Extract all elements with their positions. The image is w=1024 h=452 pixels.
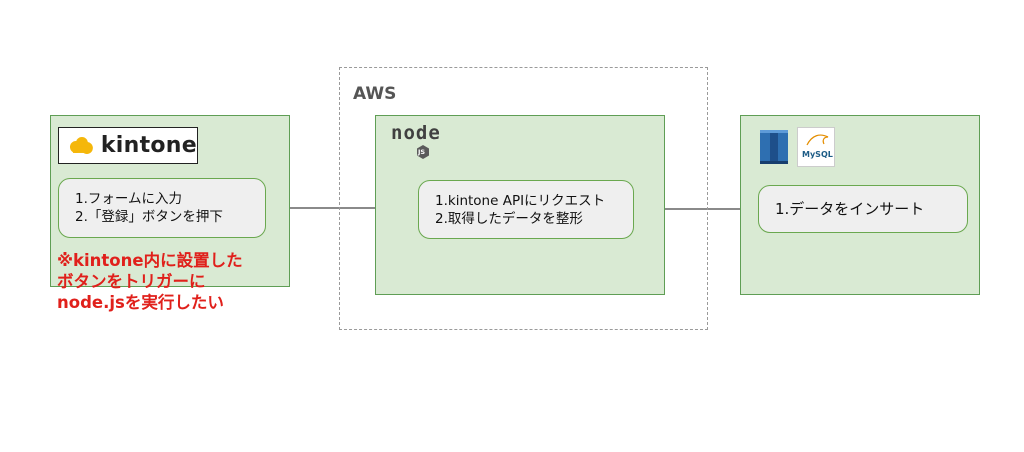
- kintone-note: ※kintone内に設置した ボタンをトリガーに node.jsを実行したい: [57, 250, 297, 313]
- mysql-dolphin-icon: [806, 134, 829, 146]
- node-step-1: 1.kintone APIにリクエスト: [435, 192, 606, 209]
- kintone-note-line-1: ※kintone内に設置した: [57, 251, 243, 270]
- aws-label: AWS: [353, 84, 397, 104]
- database-icon: [760, 130, 788, 164]
- kintone-step-1: 1.フォームに入力: [75, 191, 182, 207]
- kintone-logo: kintone: [58, 127, 198, 164]
- node-steps-box: 1.kintone APIにリクエスト 2.取得したデータを整形: [418, 180, 634, 239]
- kintone-steps-box: 1.フォームに入力 2.「登録」ボタンを押下: [58, 178, 266, 238]
- node-step-2: 2.取得したデータを整形: [435, 210, 583, 227]
- mysql-step-1: 1.データをインサート: [775, 200, 925, 218]
- kintone-step-2: 2.「登録」ボタンを押下: [75, 209, 223, 225]
- nodejs-badge-text: JS: [418, 148, 426, 156]
- kintone-cloud-icon: [69, 136, 93, 154]
- node-logo-text: node: [391, 122, 441, 144]
- node-logo: node JS: [391, 122, 461, 162]
- nodejs-hexagon-icon: [417, 145, 429, 159]
- kintone-logo-text: kintone: [100, 133, 197, 158]
- mysql-logo: MySQL: [797, 127, 835, 167]
- kintone-note-line-3: node.jsを実行したい: [57, 293, 224, 312]
- mysql-steps-box: 1.データをインサート: [758, 185, 968, 233]
- kintone-note-line-2: ボタンをトリガーに: [57, 272, 206, 291]
- mysql-logo-text: MySQL: [802, 150, 833, 159]
- aws-boundary: [339, 67, 708, 330]
